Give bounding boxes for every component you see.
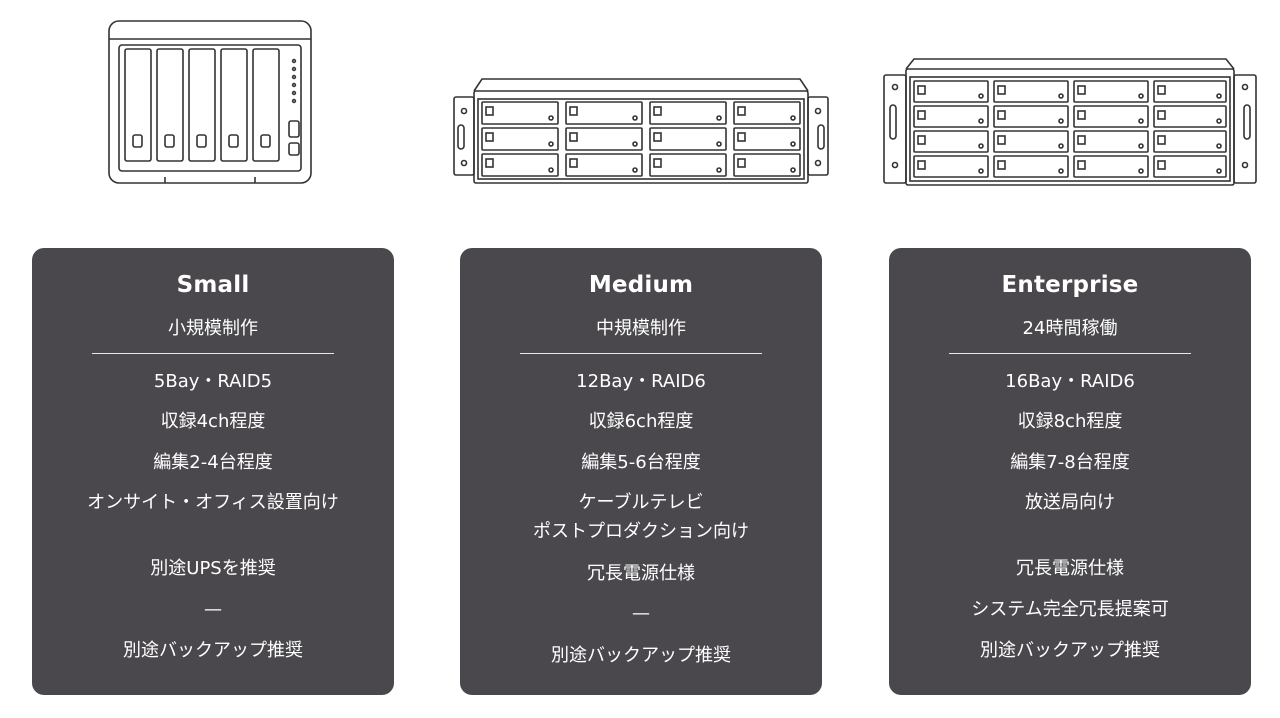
spec-line: 16Bay・RAID6 <box>1005 371 1135 392</box>
spec-item: — <box>32 595 394 624</box>
card-divider <box>520 353 762 354</box>
small-nas-illustration <box>105 17 315 187</box>
card-title: Enterprise <box>1001 272 1139 298</box>
card-subtitle: 中規模制作 <box>596 318 686 339</box>
tier-card-enterprise: Enterprise 24時間稼働 16Bay・RAID6 収録8ch程度 編集… <box>889 248 1251 695</box>
spec-line: 放送局向け <box>1025 492 1115 513</box>
spec-item: 編集2-4台程度 <box>32 448 394 477</box>
spec-item: 16Bay・RAID6 <box>889 367 1251 396</box>
spec-line: ケーブルテレビ <box>578 492 704 513</box>
spec-item: 別途バックアップ推奨 <box>460 641 822 670</box>
rackmount-nas-16bay-icon <box>883 58 1257 186</box>
spec-item: 冗長電源仕様 <box>889 554 1251 583</box>
tier-card-medium: Medium 中規模制作 12Bay・RAID6 収録6ch程度 編集5-6台程… <box>460 248 822 695</box>
enterprise-rack-illustration <box>882 57 1258 187</box>
spec-line: — <box>632 603 650 624</box>
spec-line: オンサイト・オフィス設置向け <box>87 492 339 513</box>
spec-line: 別途バックアップ推奨 <box>123 640 303 661</box>
spec-item: システム完全冗長提案可 <box>889 595 1251 624</box>
spec-item: 編集7-8台程度 <box>889 448 1251 477</box>
spec-line: 別途UPSを推奨 <box>150 558 276 579</box>
spec-line: 編集5-6台程度 <box>581 452 701 473</box>
card-title: Medium <box>588 272 694 298</box>
spec-line: 冗長電源仕様 <box>1016 558 1124 579</box>
spec-item: 5Bay・RAID5 <box>32 367 394 396</box>
spec-item: 別途バックアップ推奨 <box>32 636 394 665</box>
desktop-nas-5bay-icon <box>108 20 312 184</box>
spec-line: ポストプロダクション向け <box>533 521 749 542</box>
spec-line: システム完全冗長提案可 <box>971 599 1169 620</box>
spec-line: 冗長電源仕様 <box>587 563 695 584</box>
spec-item: 編集5-6台程度 <box>460 448 822 477</box>
spec-line: 別途バックアップ推奨 <box>551 645 731 666</box>
spec-line: 別途バックアップ推奨 <box>980 640 1160 661</box>
card-divider <box>92 353 334 354</box>
spec-line: — <box>204 599 222 620</box>
spec-item: オンサイト・オフィス設置向け <box>32 488 394 517</box>
spec-item: 放送局向け <box>889 488 1251 517</box>
spec-line: 編集7-8台程度 <box>1010 452 1130 473</box>
spec-line: 収録8ch程度 <box>1017 411 1123 432</box>
spec-item: 12Bay・RAID6 <box>460 367 822 396</box>
spec-item: 別途バックアップ推奨 <box>889 636 1251 665</box>
card-title: Small <box>176 272 250 298</box>
spec-line: 12Bay・RAID6 <box>576 371 706 392</box>
card-subtitle: 24時間稼働 <box>1022 318 1118 339</box>
card-divider <box>949 353 1191 354</box>
rackmount-nas-12bay-icon <box>453 78 829 184</box>
spec-line: 5Bay・RAID5 <box>153 371 273 392</box>
spec-item: 収録6ch程度 <box>460 407 822 436</box>
medium-rack-illustration <box>452 77 830 185</box>
spec-item: 収録8ch程度 <box>889 407 1251 436</box>
spec-item: 収録4ch程度 <box>32 407 394 436</box>
tier-card-small: Small 小規模制作 5Bay・RAID5 収録4ch程度 編集2-4台程度 … <box>32 248 394 695</box>
spec-line: 収録6ch程度 <box>588 411 694 432</box>
card-subtitle: 小規模制作 <box>168 318 258 339</box>
spec-line: 収録4ch程度 <box>160 411 266 432</box>
spec-item: — <box>460 599 822 628</box>
spec-item: 別途UPSを推奨 <box>32 554 394 583</box>
spec-item: ケーブルテレビ ポストプロダクション向け <box>460 488 822 546</box>
spec-item: 冗長電源仕様 <box>460 559 822 588</box>
spec-line: 編集2-4台程度 <box>153 452 273 473</box>
